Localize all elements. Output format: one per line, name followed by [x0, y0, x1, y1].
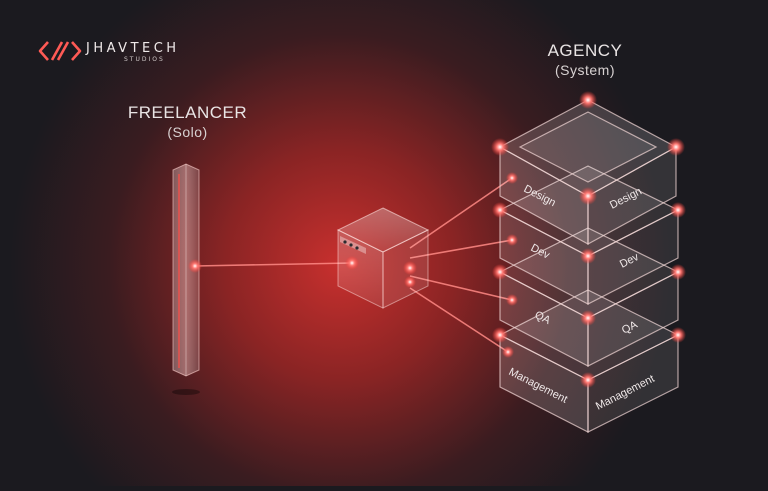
brand-name: JHAVTECH	[86, 41, 180, 56]
brand-subtitle: STUDIOS	[124, 56, 165, 63]
freelancer-bar	[172, 163, 200, 395]
layer-management	[498, 289, 680, 433]
connection-lines	[194, 177, 513, 353]
agency-title: AGENCY	[547, 41, 623, 60]
freelancer-subtitle: (Solo)	[167, 124, 208, 140]
agency-subtitle: (System)	[555, 62, 615, 78]
jhavtech-logo-icon	[38, 41, 82, 61]
brand-logo: JHAVTECH STUDIOS	[38, 38, 198, 64]
glow-nodes	[188, 91, 686, 388]
freelancer-title: FREELANCER	[127, 103, 248, 122]
layer-design	[498, 99, 678, 246]
